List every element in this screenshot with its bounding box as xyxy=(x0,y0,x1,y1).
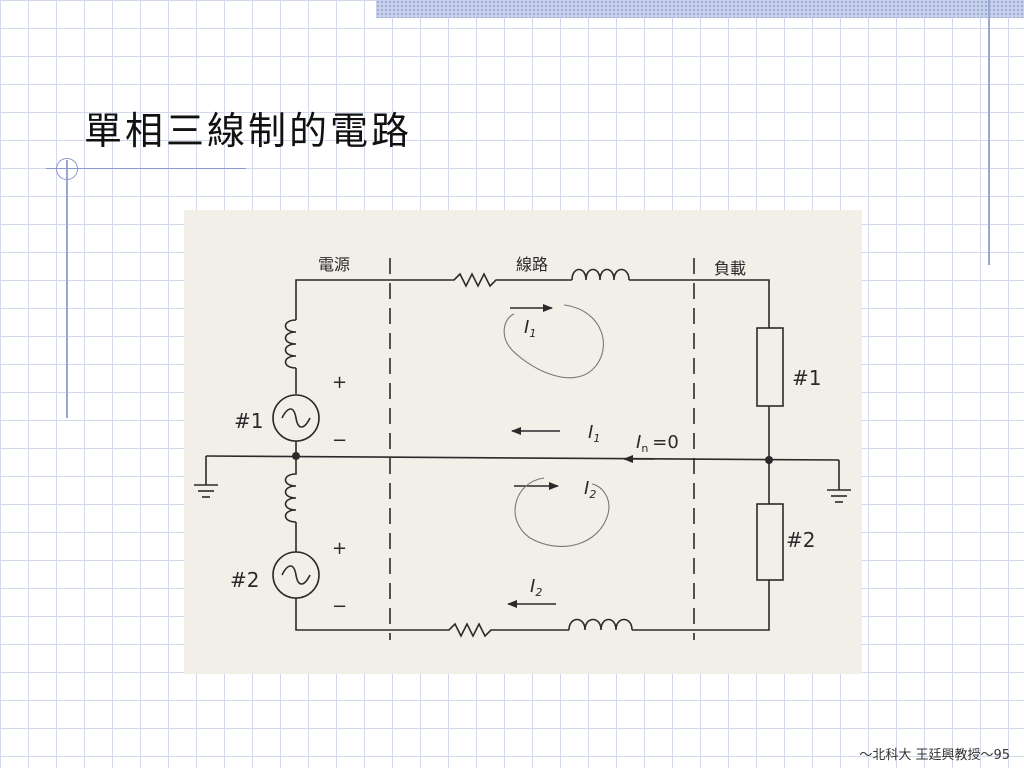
label-load-2: #2 xyxy=(786,528,815,552)
label-plus-2: + xyxy=(332,538,347,559)
label-minus-1: − xyxy=(332,430,347,451)
source-1-sine xyxy=(281,408,311,428)
bottom-wire xyxy=(295,580,770,638)
label-source-section: 電源 xyxy=(318,255,350,274)
label-i1-mid: I1 xyxy=(588,422,600,445)
circuit-diagram: 電源 線路 負載 #1 #2 + − + − #1 #2 I1 I1 In=0 … xyxy=(194,255,851,640)
slide-title: 單相三線制的電路 xyxy=(84,109,413,153)
top-inductor xyxy=(571,268,630,281)
node-source-neutral xyxy=(292,452,300,460)
loop-lower-curve xyxy=(514,477,610,547)
top-decor-band xyxy=(376,0,1024,18)
source-2-sine xyxy=(281,565,311,585)
load-1-resistor xyxy=(756,327,784,407)
load-2-resistor xyxy=(756,503,784,581)
label-i2-bottom: I2 xyxy=(530,576,542,599)
title-underline xyxy=(46,168,246,169)
loop-upper-curve xyxy=(503,304,604,379)
label-load-1: #1 xyxy=(792,366,821,390)
source-1-winding xyxy=(284,319,297,369)
bottom-inductor xyxy=(568,618,633,631)
label-source-1: #1 xyxy=(234,409,263,433)
label-i1-top: I1 xyxy=(524,317,536,340)
top-wire xyxy=(295,272,770,328)
left-decor-rule xyxy=(66,160,68,418)
neutral-wire xyxy=(205,455,840,461)
label-neutral-current: In=0 xyxy=(636,432,679,455)
label-minus-2: − xyxy=(332,596,347,617)
label-line-section: 線路 xyxy=(516,255,548,274)
source-2-winding xyxy=(284,460,297,523)
label-load-section: 負載 xyxy=(714,259,746,278)
label-plus-1: + xyxy=(332,372,347,393)
right-decor-rule xyxy=(988,0,990,265)
node-load-neutral xyxy=(765,456,773,464)
title-decor-circle xyxy=(56,158,78,180)
label-source-2: #2 xyxy=(230,568,259,592)
circuit-figure: 電源 線路 負載 #1 #2 + − + − #1 #2 I1 I1 In=0 … xyxy=(184,210,862,674)
label-i2-mid: I2 xyxy=(584,478,596,501)
slide-footer: ～北科大 王廷興教授～95 xyxy=(859,748,1010,763)
